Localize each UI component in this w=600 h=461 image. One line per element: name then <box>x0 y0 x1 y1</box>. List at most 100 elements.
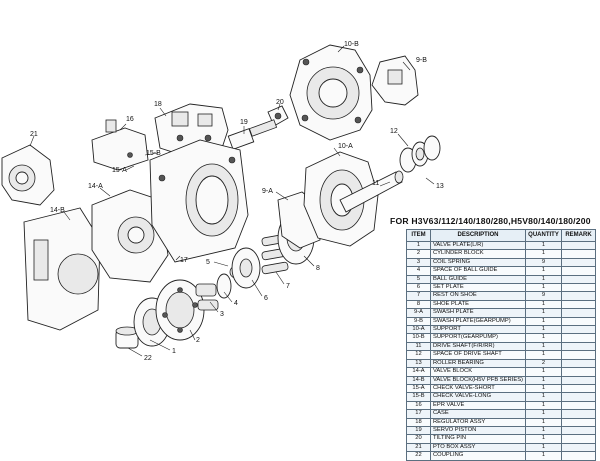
roller-bearing-part <box>399 135 441 173</box>
swash-plate-gearpump-part <box>371 55 419 106</box>
cell-item: 13 <box>406 358 431 369</box>
cell-description: ROLLER BEARING <box>430 358 526 369</box>
cell-item: 14-A <box>406 367 431 377</box>
cell-quantity: 1 <box>525 392 562 402</box>
callout-5: 5 <box>206 259 210 266</box>
cell-item: 9-B <box>406 316 431 327</box>
cell-description: EPR VALVE <box>430 400 526 411</box>
cell-item: 10-B <box>406 333 431 343</box>
cell-quantity: 1 <box>525 316 562 327</box>
cell-quantity: 1 <box>525 367 562 377</box>
cell-item: 19 <box>406 425 431 436</box>
column-header-quantity: QUANTITY <box>525 229 562 242</box>
callout-21: 21 <box>30 131 38 138</box>
cell-description: COIL SPRING <box>430 257 526 268</box>
column-header-description: DESCRIPTION <box>430 229 526 242</box>
cell-item: 3 <box>406 257 431 268</box>
cell-quantity: 1 <box>525 425 562 436</box>
callout-14a: 14-A <box>88 183 103 190</box>
servo-piston-part <box>227 119 278 150</box>
cell-description: SWASH PLATE(GEARPUMP) <box>430 316 526 327</box>
cell-description: PTO BOX ASSY <box>430 442 526 453</box>
cell-description: SUPPORT(GEARPUMP) <box>430 333 526 343</box>
leader-lines <box>29 45 435 357</box>
cell-item: 16 <box>406 400 431 411</box>
cell-remark <box>561 308 596 318</box>
cell-description: REGULATOR ASSY <box>430 417 526 427</box>
cell-item: 14-B <box>406 375 431 385</box>
cell-description: CHECK VALVE-SHORT <box>430 383 526 394</box>
cell-remark <box>561 291 596 301</box>
cell-remark <box>561 350 596 360</box>
callout-12: 12 <box>390 128 398 135</box>
cell-description: SHOE PLATE <box>430 299 526 310</box>
cell-description: SPACE OF DRIVE SHAFT <box>430 350 526 360</box>
cell-description: SET PLATE <box>430 283 526 293</box>
callout-10a: 10-A <box>338 143 353 150</box>
cell-description: VALVE PLATE(L/R) <box>430 240 526 251</box>
callout-14b: 14-B <box>50 207 65 214</box>
callout-9a: 9-A <box>262 188 273 195</box>
cell-description: SPACE OF BALL GUIDE <box>430 266 526 276</box>
cell-quantity: 1 <box>525 383 562 394</box>
cell-remark <box>561 425 596 436</box>
column-header-item: ITEM <box>406 229 431 242</box>
cell-quantity: 9 <box>525 291 562 301</box>
callout-15b: 15-B <box>146 150 161 157</box>
cell-item: 20 <box>406 434 431 444</box>
callout-8: 8 <box>316 265 320 272</box>
cell-quantity: 1 <box>525 341 562 352</box>
cell-item: 2 <box>406 249 431 259</box>
cell-quantity: 1 <box>525 400 562 411</box>
callout-17: 17 <box>180 257 188 264</box>
cell-remark <box>561 333 596 343</box>
cell-description: BALL GUIDE <box>430 274 526 285</box>
cell-quantity: 1 <box>525 375 562 385</box>
callout-19: 19 <box>240 119 248 126</box>
cell-item: 22 <box>406 451 431 461</box>
cell-quantity: 1 <box>525 249 562 259</box>
cell-remark <box>561 316 596 327</box>
cell-item: 21 <box>406 442 431 453</box>
cell-description: TILTING PIN <box>430 434 526 444</box>
cell-remark <box>561 257 596 268</box>
cell-description: CASE <box>430 409 526 419</box>
cell-description: SERVO PISTON <box>430 425 526 436</box>
cell-quantity: 1 <box>525 451 562 461</box>
cell-item: 9-A <box>406 308 431 318</box>
cell-quantity: 1 <box>525 333 562 343</box>
cell-description: DRIVE SHAFT(F/R/RR) <box>430 341 526 352</box>
drive-shaft-part <box>339 170 404 213</box>
cell-item: 8 <box>406 299 431 310</box>
cell-description: VALVE BLOCK(H5V PFB SERIES) <box>430 375 526 385</box>
cell-remark <box>561 274 596 285</box>
cell-quantity: 1 <box>525 283 562 293</box>
cell-remark <box>561 400 596 411</box>
callout-6: 6 <box>264 295 268 302</box>
cell-remark <box>561 367 596 377</box>
space-of-ball-guide-part <box>216 273 232 299</box>
cell-remark <box>561 249 596 259</box>
cell-remark <box>561 434 596 444</box>
callout-1: 1 <box>172 348 176 355</box>
callout-7: 7 <box>286 283 290 290</box>
cell-quantity: 1 <box>525 442 562 453</box>
cell-quantity: 1 <box>525 299 562 310</box>
callout-11: 11 <box>372 180 379 187</box>
